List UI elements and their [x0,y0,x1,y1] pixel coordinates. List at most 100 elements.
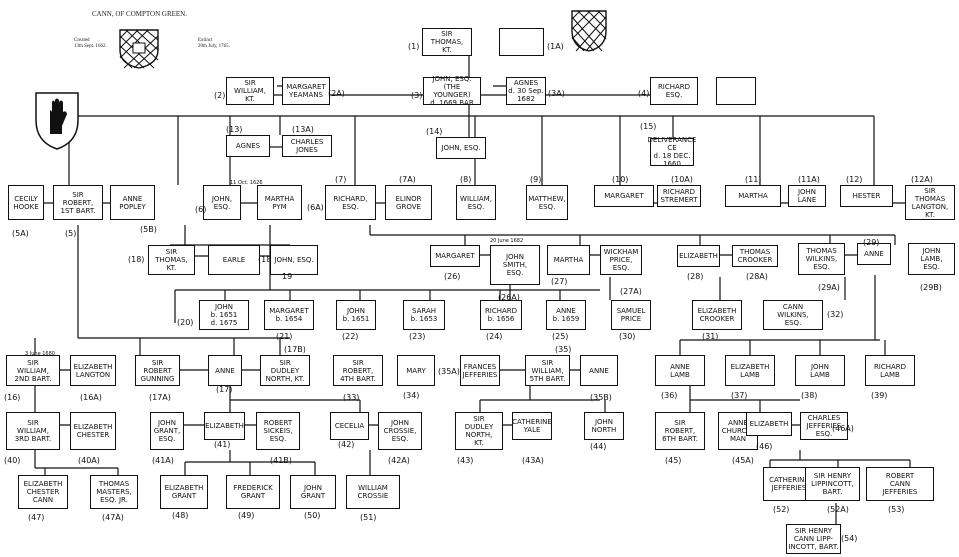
person-box-p37[interactable]: ELIZABETH LAMB [725,355,775,386]
person-box-p5[interactable]: SIR ROBERT, 1ST BART. [53,185,103,220]
person-box-p18[interactable]: SIR THOMAS, KT. [148,245,195,275]
person-box-p47a[interactable]: THOMAS MASTERS, ESQ. JR. [90,475,138,509]
person-box-p41[interactable]: ELIZABETH [204,412,245,440]
person-box-p26[interactable]: MARGARET [430,245,480,267]
person-box-p5a[interactable]: CECILY HOOKE [8,185,44,220]
person-box-p35b[interactable]: ANNE [580,355,618,386]
person-number: (2) [214,91,226,100]
person-box-p13[interactable]: AGNES [226,135,270,157]
person-box-p29b[interactable]: JOHN LAMB, ESQ. [908,243,955,275]
person-box-p26a[interactable]: JOHN SMITH, ESQ. [490,245,540,285]
person-box-p10a[interactable]: RICHARD STREMERT [657,185,701,207]
person-name: MATTHEW, ESQ. [528,194,566,211]
person-box-p49[interactable]: FREDERICK GRANT [226,475,280,509]
person-box-p51[interactable]: WILLIAM CROSSIE [346,475,400,509]
person-box-p46a[interactable]: CHARLES JEFFERIES ESQ. [800,412,848,440]
person-name: EARLE [222,256,246,264]
person-box-p3[interactable]: JOHN, ESQ. (THE YOUNGER) d. 1669 BAR [423,75,481,107]
person-box-p43a[interactable]: CATHERINE YALE [512,412,552,440]
person-box-p43[interactable]: SIR DUDLEY NORTH, KT. [455,412,503,450]
person-box-p41a[interactable]: JOHN GRANT, ESQ. [150,412,184,450]
person-box-p17[interactable]: ANNE [208,355,242,386]
person-box-p35[interactable]: SIR WILLIAM, 5TH BART. [525,355,570,386]
person-box-p14[interactable]: JOHN, ESQ. [436,137,486,159]
person-box-p36[interactable]: ANNE LAMB [655,355,705,386]
person-box-p2a[interactable]: MARGARET YEAMANS [282,77,330,105]
person-box-p31[interactable]: ELIZABETH CROOKER [692,300,742,330]
person-box-p47[interactable]: ELIZABETH CHESTER CANN [18,475,68,509]
person-number: (23) [409,332,426,341]
person-box-p6a[interactable]: MARTHA PYM [257,185,302,220]
person-box-p13a[interactable]: CHARLES JONES [282,135,332,157]
person-box-p29[interactable]: ANNE [857,243,891,265]
person-box-p4a[interactable] [716,77,756,105]
person-box-p30[interactable]: SAMUEL PRICE [611,300,651,330]
person-box-p50[interactable]: JOHN GRANT [290,475,336,509]
person-box-p52a[interactable]: SIR HENRY LIPPINCOTT, BART. [805,467,860,501]
person-box-p45[interactable]: SIR ROBERT, 6TH BART. [655,412,705,450]
person-box-p27[interactable]: MARTHA [547,245,590,275]
person-box-p46[interactable]: ELIZABETH [746,412,792,436]
person-box-p5b[interactable]: ANNE POPLEY [110,185,155,220]
person-box-p34[interactable]: MARY [397,355,435,386]
person-box-p27a[interactable]: WICKHAM PRICE, ESQ. [600,245,642,275]
person-number: (39) [871,391,888,400]
person-box-p42[interactable]: CECELIA [330,412,369,440]
person-box-p17a[interactable]: SIR ROBERT GUNNING [135,355,180,386]
person-number: (29B) [920,283,942,292]
person-box-p7[interactable]: RICHARD, ESQ. [325,185,376,220]
person-box-p21[interactable]: MARGARET b. 1654 [264,300,314,330]
person-box-p16[interactable]: SIR WILLIAM, 2ND BART. [6,355,60,386]
person-box-p6[interactable]: JOHN, ESQ. [203,185,241,220]
person-box-p28[interactable]: ELIZABETH [677,245,720,267]
person-number: (16) [4,393,21,402]
person-box-p28a[interactable]: THOMAS CROOKER [732,245,778,267]
person-box-p42a[interactable]: JOHN CROSSIE, ESQ. [378,412,422,450]
person-box-p9[interactable]: MATTHEW, ESQ. [526,185,568,220]
person-box-p22[interactable]: JOHN b. 1651 [336,300,376,330]
person-box-p53[interactable]: ROBERT CANN JEFFERIES [866,467,934,501]
person-box-p12a[interactable]: SIR THOMAS LANGTON, KT. [905,185,955,220]
person-name: JOHN LAMB [810,362,830,379]
person-box-p44[interactable]: JOHN NORTH [584,412,624,440]
person-box-p25[interactable]: ANNE b. 1659 [546,300,586,330]
person-box-p54[interactable]: SIR HENRY CANN LIPP- INCOTT, BART. [786,524,841,554]
person-box-p38[interactable]: JOHN LAMB [795,355,845,386]
person-box-p17b[interactable]: SIR DUDLEY NORTH, KT. [260,355,310,386]
person-box-p16a[interactable]: ELIZABETH LANGTON [70,355,116,386]
person-box-p15[interactable]: DELIVERANCE CE d. 18 DEC. 1660 [648,136,697,168]
person-box-p40[interactable]: SIR WILLIAM, 3RD BART. [6,412,60,450]
person-box-p19[interactable]: JOHN, ESQ. [270,245,318,275]
person-box-p40a[interactable]: ELIZABETH CHESTER [70,412,116,450]
person-box-p7a[interactable]: ELINOR GROVE [385,185,432,220]
person-box-p29a[interactable]: THOMAS WILKINS, ESQ. [798,243,845,275]
person-box-p8[interactable]: WILLIAM, ESQ. [456,185,496,220]
person-box-p11a[interactable]: JOHN LANE [788,185,826,207]
person-box-p24[interactable]: RICHARD b. 1656 [480,300,522,330]
person-name: SIR DUDLEY NORTH, KT. [464,415,494,447]
person-box-p2[interactable]: SIR WILLIAM, KT. [226,77,274,105]
person-box-p10[interactable]: MARGARET [594,185,654,207]
person-box-p12[interactable]: HESTER [840,185,893,207]
person-box-p20[interactable]: JOHN b. 1651 d. 1675 [199,300,249,330]
person-number: (42A) [388,456,410,465]
person-name: SIR HENRY CANN LIPP- INCOTT, BART. [788,527,839,551]
person-box-p18a[interactable]: EARLE [208,245,260,275]
person-box-p4[interactable]: RICHARD ESQ. [650,77,698,105]
person-box-p39[interactable]: RICHARD LAMB [865,355,915,386]
person-name: RICHARD LAMB [873,362,907,379]
person-box-p41b[interactable]: ROBERT SICKEIS, ESQ. [256,412,300,450]
person-box-p1[interactable]: SIR THOMAS, KT. [422,28,472,56]
person-box-p35a[interactable]: FRANCES JEFFERIES [460,355,500,386]
person-box-p32[interactable]: CANN WILKINS, ESQ. [763,300,823,330]
person-name: THOMAS WILKINS, ESQ. [805,247,838,271]
person-box-p23[interactable]: SARAH b. 1653 [403,300,445,330]
person-box-p33[interactable]: SIR ROBERT, 4TH BART. [333,355,383,386]
person-name: RICHARD, ESQ. [333,194,368,211]
person-number: (26) [444,272,461,281]
person-box-p3a[interactable]: AGNES d. 30 Sep. 1682 [506,77,546,105]
person-box-p48[interactable]: ELIZABETH GRANT [160,475,208,509]
person-box-p1a[interactable] [499,28,544,56]
person-box-p11[interactable]: MARTHA [725,185,781,207]
person-number: (46A) [832,424,854,433]
